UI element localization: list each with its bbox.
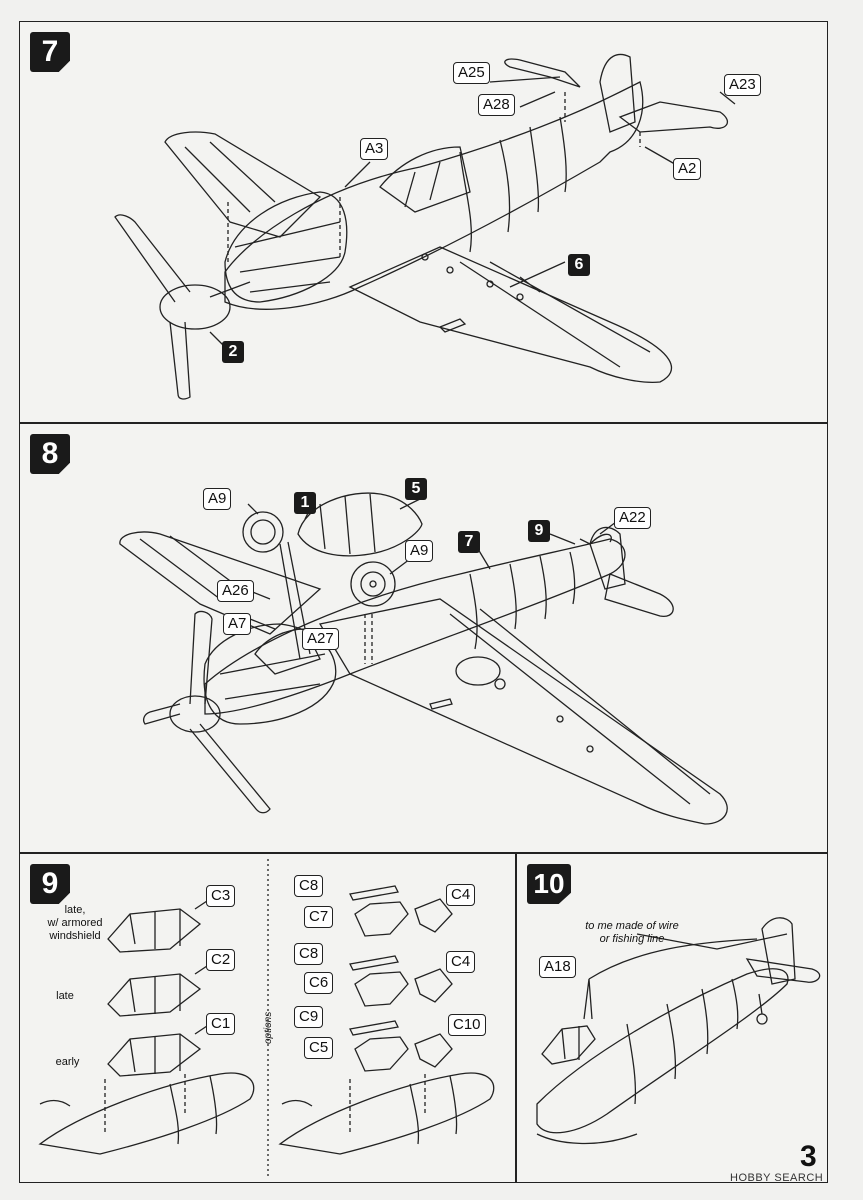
sub-step-6: 6 xyxy=(568,254,590,276)
part-label-a27: A27 xyxy=(302,628,339,650)
wire-note: to me made of wire or fishing line xyxy=(585,920,679,945)
part-label-c5: C5 xyxy=(304,1037,334,1059)
part-label-c10: C10 xyxy=(448,1014,486,1036)
part-label-c6: C6 xyxy=(304,972,334,994)
step-8-panel: 8 xyxy=(19,423,828,853)
part-label-c7: C7 xyxy=(304,906,334,928)
part-label-a9-right: A9 xyxy=(405,540,434,562)
step-9-canopy-drawings xyxy=(38,859,495,1179)
sub-step-1: 1 xyxy=(294,492,316,514)
step-7-panel: 7 xyxy=(19,21,828,423)
part-label-a2: A2 xyxy=(673,158,702,180)
sub-step-9: 9 xyxy=(528,520,550,542)
part-label-a26: A26 xyxy=(217,580,254,602)
part-label-a9-left: A9 xyxy=(203,488,232,510)
part-label-c1: C1 xyxy=(206,1013,236,1035)
variant-early: early xyxy=(55,1056,80,1068)
watermark: HOBBY SEARCH xyxy=(730,1172,824,1184)
sub-step-5: 5 xyxy=(405,478,427,500)
part-label-c3: C3 xyxy=(206,885,236,907)
sub-step-2: 2 xyxy=(222,341,244,363)
page-number: 3 xyxy=(800,1140,817,1173)
part-label-a28: A28 xyxy=(478,94,515,116)
part-label-c4-mid: C4 xyxy=(446,951,476,973)
part-label-c8-mid: C8 xyxy=(294,943,324,965)
step-8-aircraft-drawing xyxy=(119,492,728,825)
step-10-panel: 10 A18 to me made of wire or fishing lin… xyxy=(516,853,828,1183)
step-7-aircraft-drawing xyxy=(114,53,736,400)
step-10-aircraft-drawing xyxy=(536,917,821,1145)
step-7-number: 7 xyxy=(30,32,70,72)
sub-step-7: 7 xyxy=(458,531,480,553)
variant-late: late xyxy=(56,990,74,1002)
part-label-c4-top: C4 xyxy=(446,884,476,906)
part-label-a22: A22 xyxy=(614,507,651,529)
step-10-number: 10 xyxy=(527,864,571,904)
step-9-panel: 9 xyxy=(19,853,516,1183)
step-9-number: 9 xyxy=(30,864,70,904)
part-label-a7: A7 xyxy=(223,613,252,635)
step-8-number: 8 xyxy=(30,434,70,474)
part-label-a25: A25 xyxy=(453,62,490,84)
part-label-c8-top: C8 xyxy=(294,875,324,897)
part-label-a23: A23 xyxy=(724,74,761,96)
part-label-c9: C9 xyxy=(294,1006,324,1028)
part-label-a18: A18 xyxy=(539,956,576,978)
part-label-a3: A3 xyxy=(360,138,389,160)
options-label: options xyxy=(263,1011,274,1044)
part-label-c2: C2 xyxy=(206,949,236,971)
variant-late-armored: late, w/ armored windshield xyxy=(47,904,103,942)
